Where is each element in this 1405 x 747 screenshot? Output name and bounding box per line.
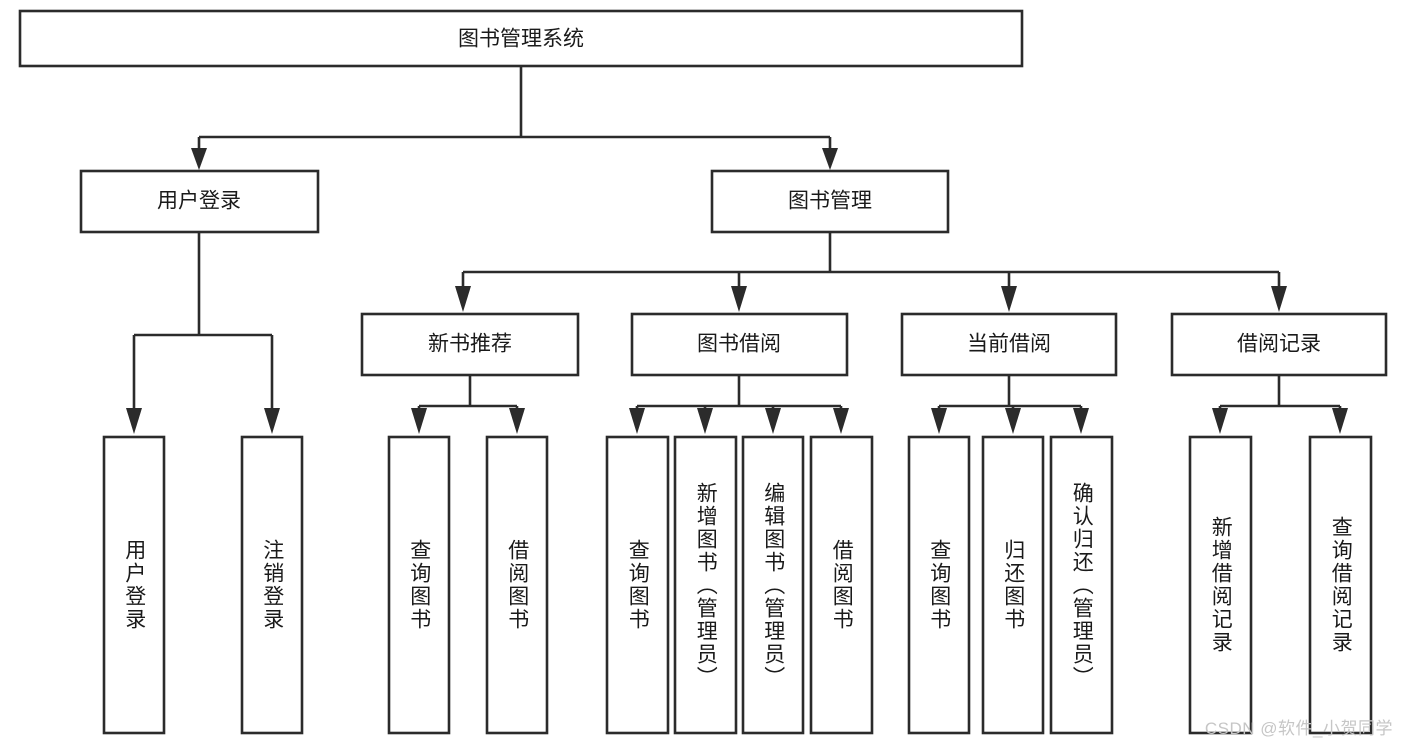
leaf-box[interactable]: [809, 435, 874, 735]
node-borrow-record[interactable]: 借阅记录: [1170, 312, 1388, 377]
node-user-login-box: [79, 169, 320, 234]
connector-group-borrow-record: [1212, 375, 1348, 434]
arrow-head-icon: [126, 408, 142, 434]
node-user-login-label: 用户登录: [157, 190, 241, 213]
leaf-box[interactable]: [102, 435, 166, 735]
arrow-head-icon: [931, 408, 947, 434]
node-borrow-record-box: [1170, 312, 1388, 377]
node-root-label: 图书管理系统: [458, 28, 584, 51]
arrow-head-icon: [833, 408, 849, 434]
arrow-head-icon: [411, 408, 427, 434]
arrow-head-icon: [1332, 408, 1348, 434]
arrow-head-icon: [264, 408, 280, 434]
arrow-head-icon: [191, 148, 207, 170]
leaf-box[interactable]: [605, 435, 670, 735]
leaf-box[interactable]: [981, 435, 1045, 735]
node-root-system[interactable]: 图书管理系统: [18, 9, 1024, 68]
node-book-management-label: 图书管理: [788, 190, 872, 213]
csdn-watermark: CSDN @软件_小贺同学: [1204, 719, 1393, 738]
node-user-login[interactable]: 用户登录: [79, 169, 320, 234]
arrow-head-icon: [731, 286, 747, 312]
node-current-borrow-label: 当前借阅: [967, 333, 1051, 356]
arrow-head-icon: [1073, 408, 1089, 434]
leaf-box-group: [102, 435, 1373, 735]
leaf-box[interactable]: [387, 435, 451, 735]
connector-group-current-borrow: [931, 375, 1089, 434]
arrow-head-icon: [697, 408, 713, 434]
arrow-head-icon: [455, 286, 471, 312]
node-root-box: [18, 9, 1024, 68]
arrow-head-icon: [1212, 408, 1228, 434]
node-book-borrow-label: 图书借阅: [697, 333, 781, 356]
leaf-box[interactable]: [1049, 435, 1114, 735]
node-borrow-record-label: 借阅记录: [1237, 333, 1321, 356]
connector-group-root: [191, 66, 838, 170]
node-book-borrow-box: [630, 312, 849, 377]
arrow-head-icon: [1001, 286, 1017, 312]
arrow-head-icon: [629, 408, 645, 434]
connector-group-user-login: [126, 232, 280, 434]
node-new-book-recommend-box: [360, 312, 580, 377]
leaf-box[interactable]: [673, 435, 738, 735]
node-book-management-box: [710, 169, 950, 234]
leaf-box[interactable]: [741, 435, 805, 735]
leaf-box[interactable]: [1308, 435, 1373, 735]
arrow-head-icon: [1271, 286, 1287, 312]
leaf-box[interactable]: [907, 435, 971, 735]
node-book-management[interactable]: 图书管理: [710, 169, 950, 234]
arrow-head-icon: [765, 408, 781, 434]
node-current-borrow-box: [900, 312, 1118, 377]
node-new-book-recommend[interactable]: 新书推荐: [360, 312, 580, 377]
node-new-book-recommend-label: 新书推荐: [428, 333, 512, 356]
connector-group-book-mgmt: [455, 232, 1287, 312]
connector-group-new-book-rec: [411, 375, 525, 434]
connector-group-book-borrow: [629, 375, 849, 434]
leaf-box[interactable]: [240, 435, 304, 735]
node-current-borrow[interactable]: 当前借阅: [900, 312, 1118, 377]
leaf-box[interactable]: [485, 435, 549, 735]
arrow-head-icon: [1005, 408, 1021, 434]
leaf-box[interactable]: [1188, 435, 1253, 735]
node-book-borrow[interactable]: 图书借阅: [630, 312, 849, 377]
arrow-head-icon: [509, 408, 525, 434]
arrow-head-icon: [822, 148, 838, 170]
